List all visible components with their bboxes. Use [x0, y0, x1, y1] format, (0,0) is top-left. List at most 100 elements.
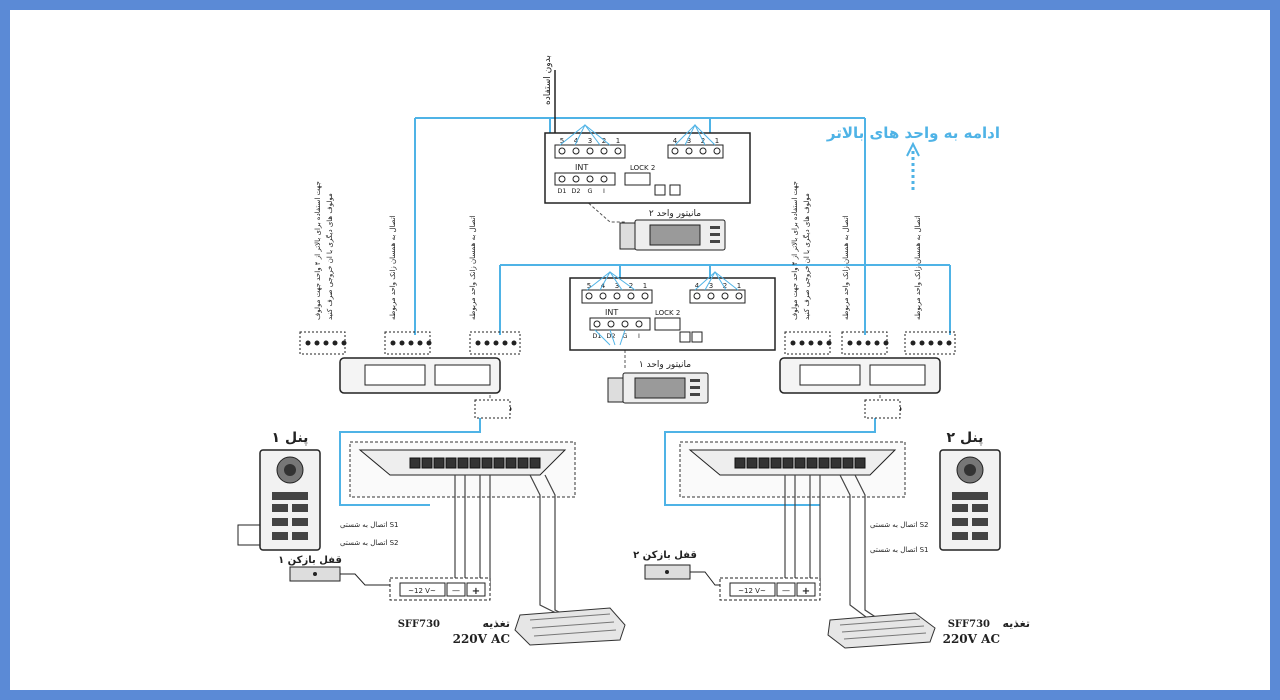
- terminal-block: [433, 457, 445, 469]
- unit-2-bottom-terms: D1 D2 G I: [557, 175, 608, 195]
- panel-1-wire: [237, 524, 260, 546]
- terminal-block: [854, 457, 866, 469]
- unit-2-bottom-term-screw: [600, 175, 608, 183]
- right-note-1: جهت استفاده برای بالاتر از ۴ واحد جهت مو…: [791, 181, 799, 320]
- unit-2-bottom-term-i: I: [603, 187, 605, 195]
- left-notes: جهت استفاده برای بالاتر از ۴ واحد جهت مو…: [314, 181, 477, 320]
- lock-1-label: قفل بازکن ۱: [278, 555, 342, 566]
- panel-1-note-2: اتصال به شستی S2: [340, 539, 399, 547]
- unit-1-term-b-num-4: 4: [695, 282, 700, 290]
- terminal-dot: [426, 340, 432, 346]
- unit-2-bottom-term-d2: D2: [571, 187, 580, 195]
- terminal-block: [818, 457, 830, 469]
- terminal-block: [830, 457, 842, 469]
- terminal-dot: [826, 340, 832, 346]
- continue-label: ادامه به واحد های بالاتر: [826, 124, 1000, 142]
- unit-1-term-b-num-3: 3: [709, 282, 713, 290]
- psu-1-input: 220V AC: [453, 632, 510, 646]
- terminal-block: [529, 457, 541, 469]
- unit-2-int-label: INT: [575, 163, 588, 172]
- terminal-block: [734, 457, 746, 469]
- unit-1-bottom-term-screw: [607, 320, 615, 328]
- top-unused-terminal: بدون استفاده: [543, 55, 556, 135]
- terminal-dot: [874, 340, 880, 346]
- unit-2-term-a-num-4: 4: [574, 137, 579, 145]
- terminal-dot: [323, 340, 329, 346]
- top-unused-label: بدون استفاده: [543, 55, 553, 105]
- panel-1-label: پنل ۱: [272, 430, 309, 446]
- door-panel-2: [939, 449, 1001, 551]
- terminal-block: [758, 457, 770, 469]
- unit-2-term-a-screw: [572, 147, 580, 155]
- terminal-dot: [408, 340, 414, 346]
- terminal-dot: [856, 340, 862, 346]
- terminal-block: [469, 457, 481, 469]
- blue-bus-wires: [339, 117, 951, 506]
- panel-2-note-1: اتصال به شستی S2: [870, 521, 929, 529]
- terminal-dot: [493, 340, 499, 346]
- terminal-dot: [502, 340, 508, 346]
- lock-2: قفل بازکن ۲: [633, 550, 725, 586]
- psu-1-ac-term: ~12 V~: [408, 587, 436, 595]
- terminal-dot: [399, 340, 405, 346]
- unit-2-bottom-term-d1: D1: [557, 187, 566, 195]
- unit-2-term-b-num-1: 1: [715, 137, 719, 145]
- panel-1-note-1: اتصال به شستی S1: [340, 521, 399, 529]
- terminal-dot: [475, 340, 481, 346]
- unit-2-term-b-num-3: 3: [687, 137, 691, 145]
- unit-1-term-a-num-3: 3: [615, 282, 619, 290]
- unit-1-monitor-label: مانیتور واحد ۱: [639, 360, 691, 370]
- unit-1-bottom-term-d1: D1: [592, 332, 601, 340]
- right-notes: جهت استفاده برای بالاتر از ۴ واحد جهت مو…: [791, 181, 922, 320]
- psu-2-label: تغذیه: [1003, 617, 1031, 630]
- psu-1-label: تغذیه: [483, 617, 511, 630]
- unit-1-bottom-terms: D1 D2 G I: [592, 320, 643, 340]
- right-terminal-housing: [679, 441, 906, 498]
- terminal-block: [409, 457, 421, 469]
- right-note-2: مولوف های دیگری با ان خروجی صرف کنید: [802, 193, 811, 320]
- terminal-dot: [790, 340, 796, 346]
- terminal-dot: [390, 340, 396, 346]
- psu-2-ac-term: ~12 V~: [738, 587, 766, 595]
- terminal-dot: [341, 340, 347, 346]
- unit-2-monitor-label: مانیتور واحد ۲: [649, 209, 701, 219]
- unit-1-bottom-term-d2: D2: [606, 332, 615, 340]
- psu-terminals-1: ~12 V~ — +: [389, 577, 491, 601]
- unit-1-bottom-term-screw: [593, 320, 601, 328]
- unit-2-bottom-term-g: G: [587, 187, 592, 195]
- unit-2-monitor: مانیتور واحد ۲: [619, 209, 726, 251]
- psu-2-pos-term: +: [802, 586, 810, 597]
- unit-1-term-a-screw: [585, 292, 593, 300]
- unit-1-term-a-num-5: 5: [587, 282, 591, 290]
- terminal-block: [794, 457, 806, 469]
- unit-1-lock-label: LOCK 2: [655, 309, 680, 317]
- unit-1-bottom-term-i: I: [638, 332, 640, 340]
- terminal-block: [770, 457, 782, 469]
- psu-2-neg-term: —: [782, 586, 790, 595]
- right-note-3: اتصال به همسان زانک واحد مربوطه: [842, 215, 850, 320]
- power-supply-2: تغذیه SFF730 220V AC: [827, 612, 1031, 649]
- unit-1-term-a-screw: [641, 292, 649, 300]
- psu-1-neg-term: —: [452, 586, 460, 595]
- terminal-dot: [817, 340, 823, 346]
- unit-1-term-b-screw: [721, 292, 729, 300]
- unit-1-term-a-num-1: 1: [643, 282, 647, 290]
- unit-2-term-b-screw: [685, 147, 693, 155]
- right-note-4: اتصال به همسان زانک واحد مربوطه: [914, 215, 922, 320]
- terminal-block: [457, 457, 469, 469]
- unit-2-term-a-screw: [586, 147, 594, 155]
- unit-1-bottom-term-g: G: [622, 332, 627, 340]
- terminal-block: [842, 457, 854, 469]
- unit-1-term-b-screw: [693, 292, 701, 300]
- unit-1-term-b-screw: [707, 292, 715, 300]
- unit-2-term-b-num-4: 4: [673, 137, 678, 145]
- psu-2-input: 220V AC: [943, 632, 1000, 646]
- terminal-dot: [484, 340, 490, 346]
- unit-2-term-a-num-5: 5: [560, 137, 564, 145]
- unit-2-lock-label: LOCK 2: [630, 164, 655, 172]
